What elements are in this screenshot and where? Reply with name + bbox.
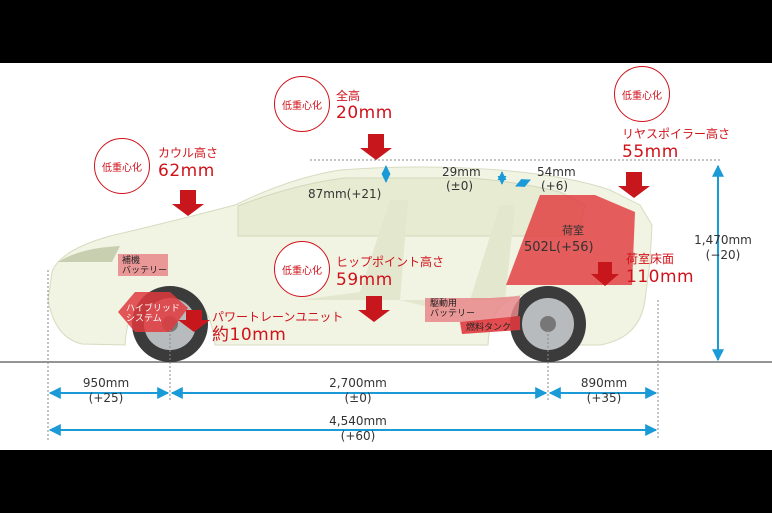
rear-headroom-line1: 29mm	[442, 165, 481, 179]
rear-clearance-line1: 54mm	[537, 165, 576, 179]
roof-callout-value: 20mm	[336, 103, 393, 123]
rear-clearance-arrow	[515, 178, 531, 188]
wheelbase-value: 2,700mm	[329, 376, 387, 390]
roof-callout-label: 全高	[336, 89, 361, 103]
hybrid-system-line2: システム	[126, 314, 162, 325]
hybrid-system-line1: ハイブリッド	[126, 304, 180, 314]
front-overhang-value: 950mm	[82, 376, 130, 390]
rear-wheel	[510, 286, 586, 362]
hybrid-system-label: ハイブリッド システム	[126, 304, 180, 325]
drive-battery-line2: バッテリー	[430, 309, 476, 320]
spoiler-callout-label: リヤスポイラー高さ	[622, 127, 731, 141]
height-delta: (−20)	[705, 248, 741, 262]
drive-battery-shape	[425, 296, 520, 322]
front-overhang-delta: (+25)	[88, 391, 124, 405]
height-value: 1,470mm	[694, 233, 752, 247]
top-black-band	[0, 0, 772, 63]
badge-spoiler: 低重心化	[614, 66, 670, 122]
hip-callout-value: 59mm	[336, 270, 393, 290]
badge-hip: 低重心化	[274, 241, 330, 297]
drive-battery-label: 駆動用 バッテリー	[430, 299, 475, 320]
bottom-black-band	[0, 450, 772, 513]
hip-callout-label: ヒップポイント高さ	[336, 255, 445, 269]
fuel-tank-shape	[460, 316, 520, 334]
rear-clearance-line2: (+6)	[541, 179, 569, 193]
cargo-floor-callout-label: 荷室床面	[626, 252, 675, 266]
badge-cowl: 低重心化	[94, 138, 150, 194]
cargo-label: 荷室	[562, 224, 584, 237]
aux-battery-shape	[118, 254, 168, 276]
rear-overhang-value: 890mm	[580, 376, 628, 390]
aux-battery-line2: バッテリー	[122, 266, 168, 277]
rear-overhang-delta: (+35)	[586, 391, 622, 405]
aux-battery-label: 補機 バッテリー	[122, 256, 167, 277]
rear-headroom-line2: (±0)	[446, 179, 474, 193]
aux-battery-line1: 補機	[122, 256, 141, 266]
overall-length-delta: (+60)	[340, 429, 376, 443]
hybrid-system-shape	[118, 292, 188, 332]
fuel-tank-label: 燃料タンク	[466, 323, 512, 333]
headlight	[58, 246, 120, 262]
drive-battery-line1: 駆動用	[430, 299, 458, 309]
spoiler-callout-value: 55mm	[622, 142, 679, 162]
badge-roof: 低重心化	[274, 76, 330, 132]
cowl-callout-label: カウル高さ	[158, 146, 219, 160]
cargo-volume: 502L(+56)	[524, 240, 594, 255]
front-headroom-label: 87mm(+21)	[308, 187, 382, 201]
cowl-callout-value: 62mm	[158, 161, 215, 181]
wheelbase-delta: (±0)	[344, 391, 372, 405]
powertrain-callout-label: パワートレーンユニット	[212, 310, 344, 324]
red-down-arrows	[172, 134, 650, 332]
overall-length-value: 4,540mm	[329, 414, 387, 428]
cargo-floor-callout-value: 110mm	[626, 267, 695, 287]
powertrain-callout-value: 約10mm	[212, 325, 287, 345]
